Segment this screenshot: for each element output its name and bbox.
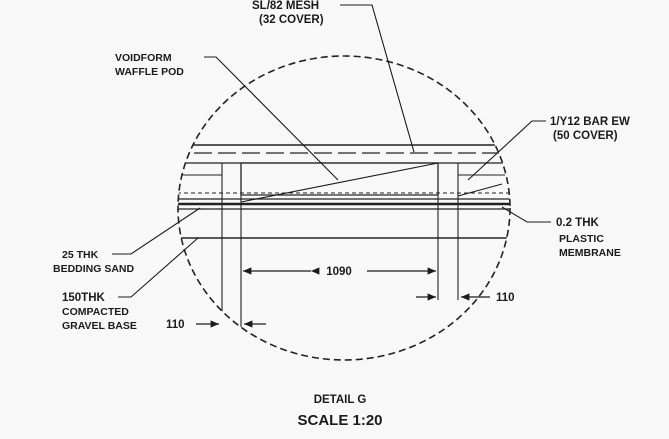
dim-text-1090: 1090 bbox=[326, 266, 352, 278]
label-mesh-line1: SL/82 MESH bbox=[252, 0, 319, 12]
leader-lines bbox=[112, 4, 551, 298]
leader-pod bbox=[204, 56, 339, 181]
rib-right-web bbox=[437, 162, 459, 200]
label-gravel-line3: GRAVEL BASE bbox=[62, 320, 137, 332]
dim-text-110-right: 110 bbox=[496, 292, 515, 304]
label-pod-line1: VOIDFORM bbox=[115, 52, 172, 64]
title-detail: DETAIL G bbox=[314, 394, 367, 406]
label-bar-line1: 1/Y12 BAR EW bbox=[550, 116, 630, 128]
label-gravel-line2: COMPACTED bbox=[62, 306, 129, 318]
label-bar-line2: (50 COVER) bbox=[553, 130, 618, 142]
leader-pod-diagonal bbox=[240, 162, 439, 203]
leader-bar bbox=[467, 120, 546, 181]
leader-mesh bbox=[340, 4, 415, 153]
leader-bar-diagonal bbox=[457, 183, 503, 197]
detail-boundary-circle bbox=[177, 55, 511, 361]
label-sand-line2: BEDDING SAND bbox=[53, 263, 135, 275]
title-scale: SCALE 1:20 bbox=[297, 412, 382, 429]
label-membrane-line1: 0.2 THK bbox=[556, 217, 600, 229]
dim-text-110-left: 110 bbox=[166, 319, 185, 331]
label-pod-line2: WAFFLE POD bbox=[115, 66, 184, 78]
leader-membrane bbox=[501, 206, 551, 223]
label-gravel-line1: 150THK bbox=[62, 292, 106, 304]
label-membrane-line2: PLASTIC bbox=[559, 233, 604, 245]
leader-sand bbox=[112, 207, 201, 255]
slab-section bbox=[178, 144, 510, 330]
label-mesh-line2: (32 COVER) bbox=[259, 14, 324, 26]
label-sand-line1: 25 THK bbox=[62, 249, 99, 261]
waffle-pod bbox=[240, 162, 439, 196]
leader-gravel bbox=[118, 237, 199, 298]
label-membrane-line3: MEMBRANE bbox=[559, 247, 621, 259]
rib-left-web bbox=[221, 162, 242, 200]
